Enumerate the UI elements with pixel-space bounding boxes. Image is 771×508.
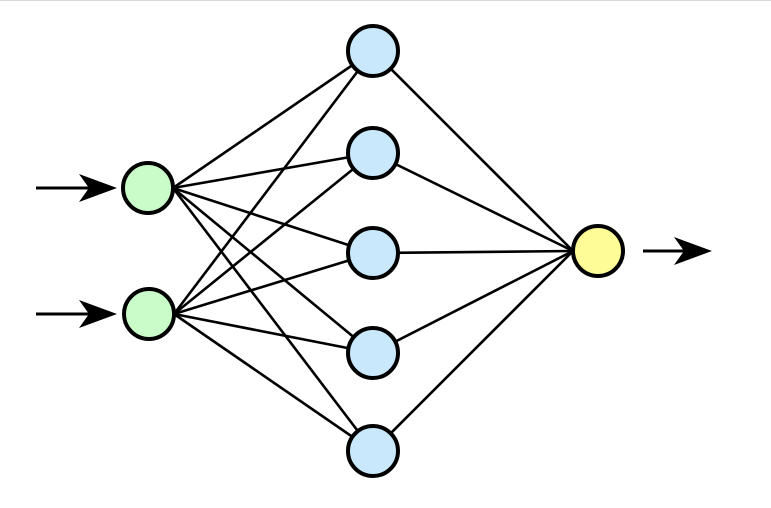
input-arrow-2-head-icon [79, 300, 117, 328]
node-input-1 [121, 161, 175, 215]
node-hidden-4 [346, 326, 400, 380]
edge-input-2-hidden-1 [172, 50, 375, 315]
edge-input-1-hidden-1 [172, 49, 374, 190]
node-hidden-1 [346, 24, 400, 78]
edge-input-1-hidden-3 [172, 186, 374, 255]
edges-group [171, 49, 574, 453]
node-input-2 [122, 287, 176, 341]
edge-input-1-hidden-5 [171, 187, 375, 452]
edge-hidden-2-output-1 [372, 151, 574, 253]
edge-hidden-4-output-1 [372, 249, 574, 355]
edge-input-2-hidden-4 [173, 312, 374, 355]
edge-hidden-1-output-1 [372, 50, 574, 252]
node-hidden-3 [346, 226, 400, 280]
edge-input-2-hidden-2 [173, 151, 374, 316]
edge-input-1-hidden-4 [172, 186, 374, 355]
edge-hidden-3-output-1 [372, 249, 574, 255]
node-hidden-5 [346, 424, 400, 478]
input-arrow-1-head-icon [79, 174, 117, 202]
nodes-group [121, 24, 625, 478]
edge-input-2-hidden-3 [173, 251, 374, 316]
node-output-1 [571, 224, 625, 278]
arrows-group [36, 174, 712, 328]
node-hidden-2 [346, 126, 400, 180]
edge-input-1-hidden-2 [172, 151, 374, 190]
edge-input-2-hidden-5 [173, 312, 374, 453]
output-arrow-head-icon [674, 237, 712, 265]
edge-hidden-5-output-1 [372, 250, 574, 452]
